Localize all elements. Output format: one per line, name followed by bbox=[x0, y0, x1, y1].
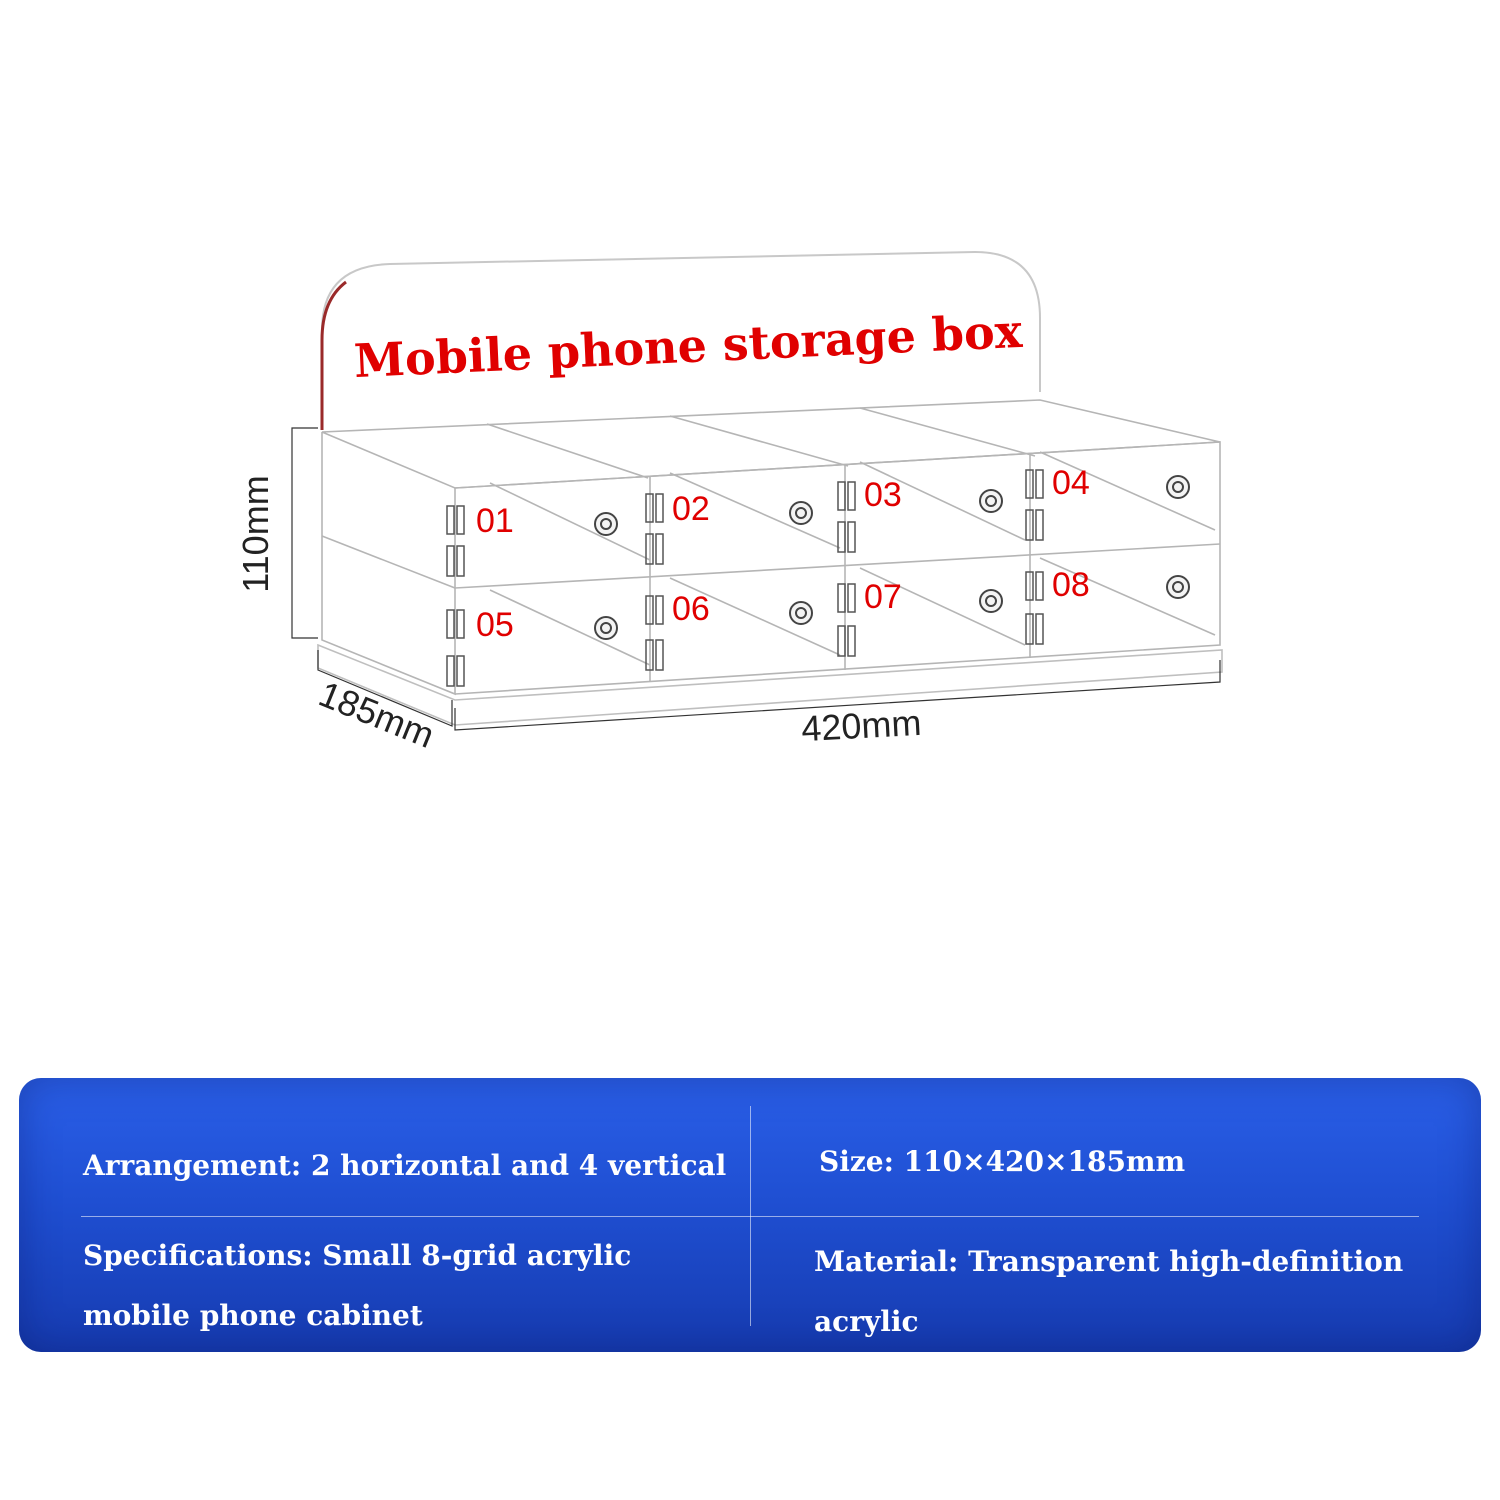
width-dimension: 420mm bbox=[800, 702, 922, 749]
header-panel bbox=[321, 250, 1041, 430]
depth-dimension: 185mm bbox=[313, 673, 440, 756]
compartment-number: 07 bbox=[864, 578, 902, 616]
compartment-number: 08 bbox=[1052, 566, 1090, 604]
panel-title: Mobile phone storage box bbox=[353, 304, 1024, 388]
compartment-number: 05 bbox=[476, 606, 514, 644]
compartment-number: 04 bbox=[1052, 464, 1090, 502]
spec-divider-horizontal bbox=[81, 1216, 1419, 1217]
compartment-number: 01 bbox=[476, 502, 514, 540]
product-drawing: Mobile phone storage box bbox=[235, 250, 1223, 756]
spec-size: Size: 110×420×185mm bbox=[819, 1145, 1186, 1178]
hinges bbox=[446, 469, 1044, 687]
header-panel-edge bbox=[320, 280, 347, 430]
compartment-numbers: 01 02 03 04 05 06 07 08 bbox=[476, 464, 1090, 644]
spec-specifications: Specifications: Small 8-grid acrylic mob… bbox=[83, 1239, 632, 1332]
spec-arrangement: Arrangement: 2 horizontal and 4 vertical bbox=[83, 1149, 727, 1182]
compartment-number: 02 bbox=[672, 490, 710, 528]
compartment-number: 03 bbox=[864, 476, 902, 514]
compartment-number: 06 bbox=[672, 590, 710, 628]
spec-panel: Arrangement: 2 horizontal and 4 vertical… bbox=[19, 1078, 1481, 1352]
dimension-lines bbox=[291, 427, 1221, 731]
height-dimension: 110mm bbox=[235, 475, 276, 592]
locks bbox=[594, 475, 1190, 640]
spec-material: Material: Transparent high-definition ac… bbox=[814, 1245, 1404, 1338]
